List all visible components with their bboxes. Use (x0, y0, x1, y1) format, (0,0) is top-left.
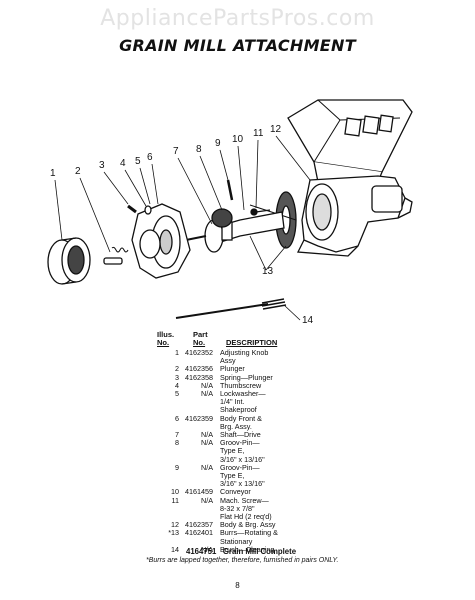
illus-number: 5 (175, 389, 179, 399)
footnote: *Burrs are lapped together, therefore, f… (146, 557, 339, 564)
callout-2: 2 (75, 166, 81, 177)
callout-9: 9 (215, 138, 221, 149)
illus-number: 9 (175, 462, 179, 472)
part-description: Thumbscrew (220, 380, 262, 390)
part-description: Groov-Pin— Type E, 3/16" x 13/16" (220, 462, 265, 489)
table-row: 7 N/A Shaft—Drive (155, 430, 475, 440)
part-number: N/A (201, 495, 213, 505)
part-description: Adjusting Knob Assy (220, 348, 269, 366)
part-number: 4162358 (185, 372, 213, 382)
table-row: 10 4161459 Conveyor (155, 488, 475, 496)
page-number: 8 (235, 581, 240, 590)
illus-number: 1 (175, 348, 179, 357)
table-row: 3 4162358 Spring—Plunger (155, 372, 475, 382)
part-description: Burrs—Rotating & Stationary (220, 528, 278, 546)
table-row: 1 4162352 Adjusting Knob Assy (155, 348, 475, 366)
table-row: 12 4162357 Body & Brg. Assy (155, 521, 475, 529)
callout-12: 12 (270, 124, 282, 135)
illus-number: 3 (175, 372, 179, 382)
part-description: Groov-Pin— Type E, 3/16" x 13/16" (220, 438, 265, 464)
part-description: Shaft—Drive (220, 430, 261, 440)
illus-number: 8 (175, 438, 179, 448)
part-number: 4162356 (185, 364, 213, 374)
part-number: N/A (201, 430, 213, 440)
table-row: 6 4162359 Body Front & Brg. Assy. (155, 413, 475, 431)
illus-number: 11 (171, 495, 179, 505)
part-number: 4162357 (185, 520, 213, 530)
page-title: GRAIN MILL ATTACHMENT (119, 36, 356, 55)
part-number: 4162401 (185, 528, 213, 538)
part-description: Brush—Cleaning (220, 544, 275, 554)
part-number: N/A (201, 380, 213, 390)
table-row: 11 N/A Mach. Screw— 8-32 x 7/8" Flat Hd (2… (155, 495, 475, 522)
callout-3: 3 (99, 160, 105, 171)
table-row: 8 N/A Groov-Pin— Type E, 3/16" x 13/16" (155, 439, 475, 464)
part-description: Plunger (220, 364, 245, 374)
table-row: 4 N/A Thumbscrew (155, 380, 475, 390)
callout-8: 8 (196, 144, 202, 155)
callout-4: 4 (120, 158, 126, 169)
illus-number: 12 (171, 520, 179, 530)
hopper (287, 99, 413, 173)
parts-rows: 1 4162352 Adjusting Knob Assy 2 4162356 Plung… (155, 348, 475, 554)
part-description: Body & Brg. Assy (220, 520, 276, 530)
part-number: N/A (201, 544, 213, 554)
col-description: DESCRIPTION (226, 338, 278, 347)
part-description: Spring—Plunger (220, 372, 273, 382)
illus-number: 14 (171, 544, 179, 554)
callout-1: 1 (50, 168, 56, 179)
part-number: N/A (201, 462, 213, 472)
table-row: *13 4162401 Burrs—Rotating & Stationary (155, 528, 475, 546)
part-description: Mach. Screw— 8-32 x 7/8" Flat Hd (2 req'… (220, 495, 272, 522)
illus-number: 2 (175, 364, 179, 374)
part-number: N/A (201, 438, 213, 448)
callout-13: 13 (262, 266, 274, 277)
illus-number: *13 (168, 528, 179, 538)
part-description: Body Front & Brg. Assy. (220, 413, 262, 431)
cleaning-brush (175, 303, 269, 319)
illus-number: 6 (175, 413, 179, 423)
part-number: N/A (201, 389, 213, 399)
callout-10: 10 (232, 134, 244, 145)
illus-number: 10 (171, 487, 179, 497)
illus-number: 4 (175, 380, 179, 390)
illus-number: 7 (175, 430, 179, 440)
callout-14: 14 (302, 315, 314, 326)
part-description: Lockwasher— 1/4" Int. Shakeproof (220, 389, 266, 415)
table-row: 9 N/A Groov-Pin— Type E, 3/16" x 13/16" (155, 462, 475, 489)
table-row: 14 N/A Brush—Cleaning (155, 544, 475, 554)
col-illus: Illus.No. (157, 330, 175, 347)
table-row: 5 N/A Lockwasher— 1/4" Int. Shakeproof (155, 389, 475, 415)
part-description: Conveyor (220, 487, 251, 497)
table-row: 2 4162356 Plunger (155, 365, 475, 373)
part-number: 4161459 (185, 487, 213, 497)
callout-7: 7 (173, 146, 179, 157)
complete-assembly: 4164751 Grain Mill Complete (186, 547, 297, 556)
part-number: 4162359 (185, 413, 213, 423)
part-number: 4162352 (185, 348, 213, 357)
callout-11: 11 (253, 128, 264, 139)
callout-6: 6 (147, 152, 153, 163)
watermark: AppliancePartsPros.com (100, 6, 375, 31)
callout-5: 5 (135, 156, 141, 167)
